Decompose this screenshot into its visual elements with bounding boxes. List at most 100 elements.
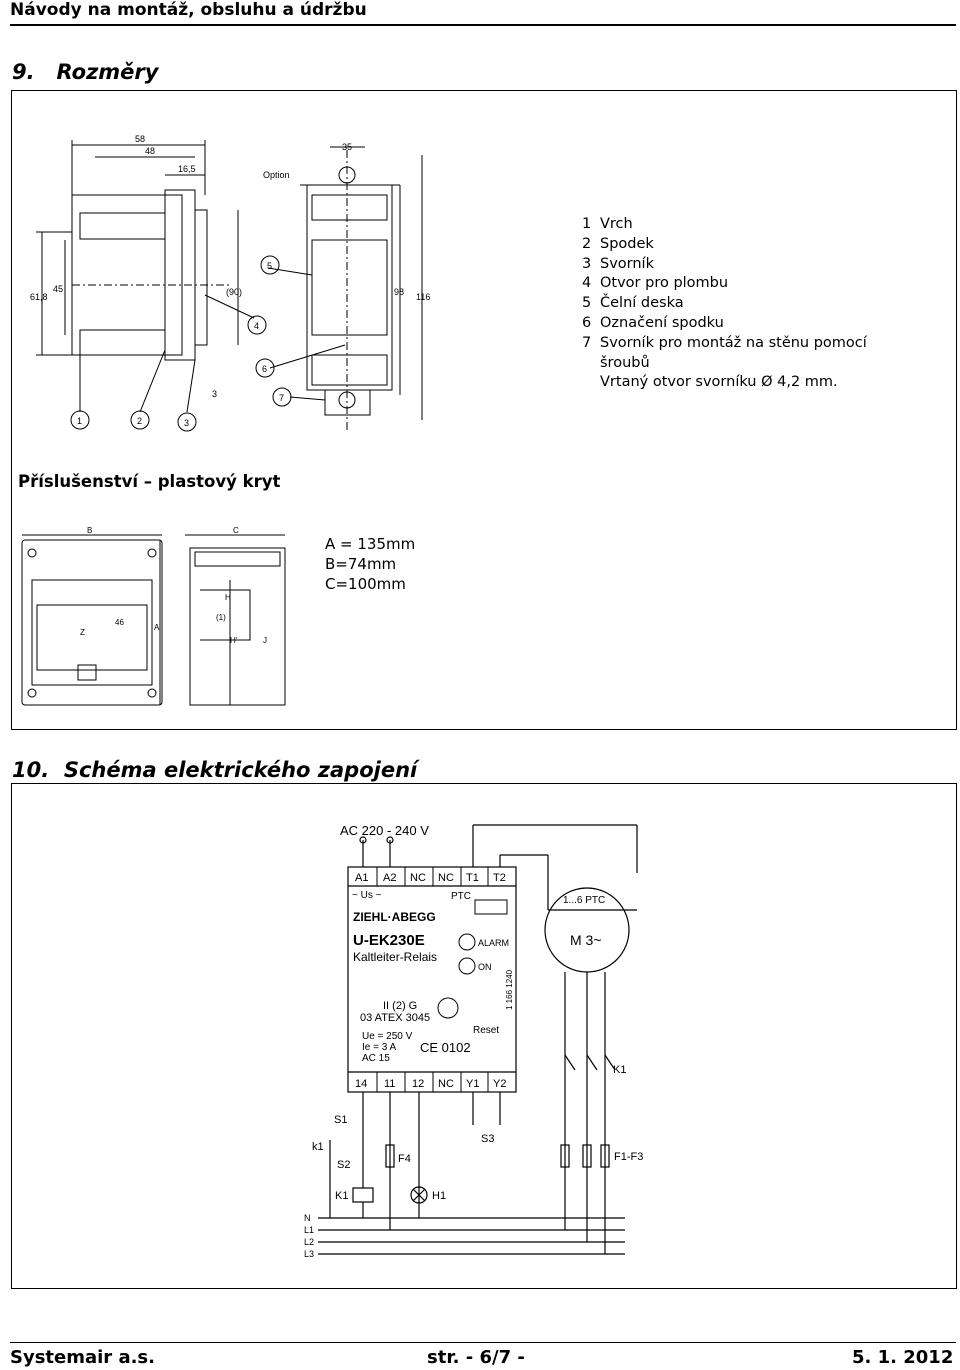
- label-s3: S3: [481, 1133, 494, 1145]
- dim-98: 98: [394, 287, 404, 297]
- section-9-title: 9. Rozměry: [12, 60, 159, 84]
- label-k1-aux: k1: [312, 1141, 324, 1153]
- on-label: ON: [478, 962, 492, 972]
- footer-date: 5. 1. 2012: [852, 1347, 954, 1368]
- serial-label: 1 166 1240: [505, 969, 514, 1010]
- dim-b: B=74mm: [325, 555, 397, 573]
- line-n: N: [304, 1213, 311, 1223]
- footer-rule: [10, 1342, 956, 1343]
- terminal-12: 12: [412, 1078, 424, 1090]
- ptc-label: PTC: [451, 891, 471, 902]
- subtitle-label: Kaltleiter-Relais: [353, 950, 437, 964]
- legend-number: 6: [582, 314, 592, 331]
- ce-label: CE 0102: [420, 1040, 471, 1055]
- terminal-y1: Y1: [466, 1078, 479, 1090]
- terminal-t2: T2: [493, 872, 506, 884]
- cover-label-h2: H': [230, 636, 238, 645]
- motor-label: M 3~: [570, 932, 602, 948]
- label-f1-f3: F1-F3: [614, 1151, 643, 1163]
- terminal-14: 14: [355, 1078, 367, 1090]
- legend-text: Označení spodku: [600, 314, 724, 331]
- header-rule: [10, 24, 956, 26]
- cover-label-j: J: [263, 636, 267, 645]
- label-h1: H1: [432, 1190, 446, 1202]
- label-s1: S1: [334, 1114, 347, 1126]
- legend-text: Vrtaný otvor svorníku Ø 4,2 mm.: [600, 374, 838, 391]
- terminal-a2: A2: [383, 872, 396, 884]
- legend-number: 2: [582, 235, 592, 252]
- legend-text: Otvor pro plombu: [600, 275, 729, 292]
- legend-text: Čelní deska: [600, 295, 684, 312]
- dim-45: 45: [53, 284, 63, 294]
- atex-2-label: 03 ATEX 3045: [360, 1012, 430, 1024]
- label-s2: S2: [337, 1159, 350, 1171]
- dimension-drawing: 58 48 16,5 61,8 45 (90) 35 98 116 3 Opti…: [21, 134, 430, 706]
- schematic-box: [11, 783, 957, 1289]
- dim-a: A = 135mm: [325, 535, 416, 553]
- cover-label-46: 46: [115, 618, 124, 627]
- legend-item: šroubů: [582, 354, 867, 374]
- supply-label: AC 220 - 240 V: [340, 823, 429, 838]
- callout-3: 3: [184, 418, 189, 428]
- header-title: Návody na montáž, obsluhu a údržbu: [10, 0, 367, 20]
- legend-item: Vrtaný otvor svorníku Ø 4,2 mm.: [582, 373, 867, 393]
- dim-61-8: 61,8: [30, 292, 48, 302]
- rating-ue: Ue = 250 V: [362, 1031, 413, 1042]
- legend-item: 6 Označení spodku: [582, 314, 867, 334]
- reset-label: Reset: [473, 1025, 499, 1036]
- rating-ie: Ie = 3 A: [362, 1042, 397, 1053]
- callout-7: 7: [279, 393, 284, 403]
- footer-company: Systemair a.s.: [10, 1347, 155, 1368]
- callout-1: 1: [77, 416, 82, 426]
- legend-number: 1: [582, 216, 592, 232]
- legend-text: šroubů: [600, 354, 650, 371]
- legend-item: 3 Svorník: [582, 255, 867, 275]
- callout-6: 6: [262, 364, 267, 374]
- dim-16-5: 16,5: [178, 164, 196, 174]
- legend-text: Vrch: [600, 216, 633, 232]
- cover-label-a: A: [154, 623, 160, 632]
- dim-c: C=100mm: [325, 575, 406, 593]
- accessory-title: Příslušenství – plastový kryt: [18, 472, 281, 491]
- cover-label-1: (1): [216, 613, 226, 622]
- brand-label: ZIEHL·ABEGG: [353, 910, 436, 924]
- legend-text: Spodek: [600, 235, 654, 252]
- dim-3: 3: [212, 389, 217, 399]
- label-k1-contact: K1: [613, 1064, 626, 1076]
- dim-35: 35: [342, 142, 352, 152]
- terminal-nc3: NC: [438, 1078, 454, 1090]
- dim-90: (90): [226, 287, 242, 297]
- cover-label-b: B: [87, 526, 92, 535]
- legend-text: Svorník pro montáž na stěnu pomocí: [600, 334, 867, 351]
- terminal-nc1: NC: [410, 872, 426, 884]
- dim-58: 58: [135, 134, 145, 144]
- terminal-nc2: NC: [438, 872, 454, 884]
- legend-text: Svorník: [600, 255, 654, 272]
- callout-5: 5: [267, 261, 272, 271]
- line-l3: L3: [304, 1249, 314, 1259]
- label-k1-coil: K1: [335, 1190, 348, 1202]
- terminal-t1: T1: [466, 872, 479, 884]
- us-label: ~ Us ~: [352, 890, 382, 901]
- atex-1-label: II (2) G: [383, 1000, 417, 1012]
- dim-116: 116: [416, 292, 430, 302]
- alarm-label: ALARM: [478, 938, 509, 948]
- terminal-y2: Y2: [493, 1078, 506, 1090]
- wiring-schematic: AC 220 - 240 V A1 A2 NC NC T1 T2 ~ Us ~ …: [304, 823, 643, 1259]
- motor-ptc-label: 1...6 PTC: [563, 895, 605, 906]
- legend-number: 3: [582, 255, 592, 272]
- cover-label-c: C: [233, 526, 239, 535]
- option-label: Option: [263, 170, 290, 180]
- label-f4: F4: [398, 1153, 411, 1165]
- model-label: U-EK230E: [353, 932, 425, 949]
- terminal-11: 11: [384, 1078, 395, 1090]
- dimensions-box: [11, 90, 957, 730]
- legend-number: 4: [582, 275, 592, 292]
- section-10-title: 10. Schéma elektrického zapojení: [12, 758, 418, 782]
- legend-item: 2 Spodek: [582, 235, 867, 255]
- line-l1: L1: [304, 1225, 314, 1235]
- cover-label-z: Z: [80, 628, 85, 637]
